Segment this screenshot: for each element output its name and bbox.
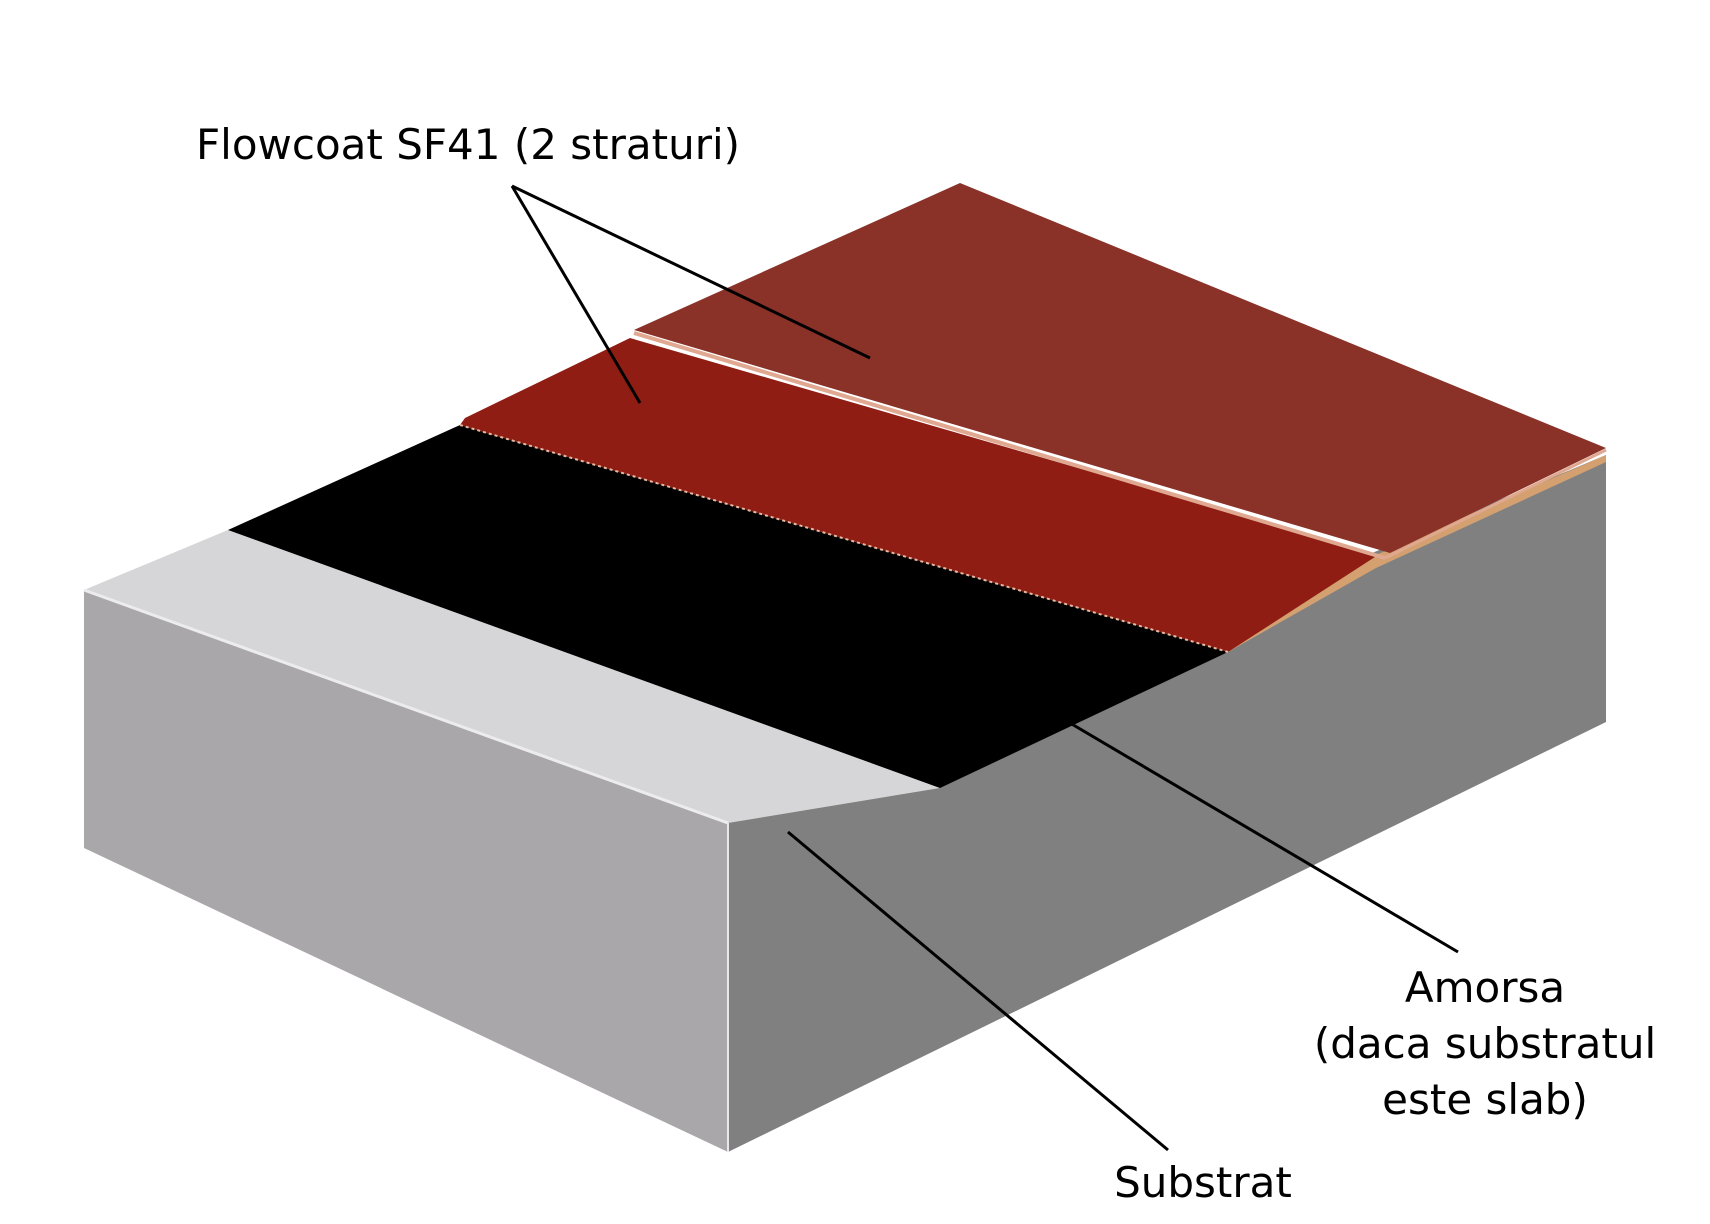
topcoat-leader-2: [511, 184, 871, 360]
substrate-side-face: [728, 455, 1606, 1152]
leader-lines: [510, 184, 1459, 1152]
substrate-front-edge: [83, 588, 729, 825]
primer-layer: [228, 425, 1228, 788]
primer-label-line-2: (daca substratul: [1314, 1019, 1656, 1068]
primer-label-line-1: Amorsa: [1405, 963, 1565, 1012]
topcoat-leader-1: [510, 185, 642, 404]
coat-layer-2-front-edge: [633, 331, 1386, 560]
coat-layer-1: [460, 338, 1378, 652]
substrate-label: Substrat: [1114, 1158, 1292, 1207]
substrate-front-face: [84, 590, 728, 1152]
primer-label-line-3: este slab): [1382, 1075, 1588, 1124]
substrate-top-face: [84, 530, 940, 823]
primer-leader: [1069, 721, 1459, 954]
coat-side-edge: [1228, 455, 1606, 652]
coat-layer-2: [634, 183, 1606, 553]
coat-layer-1-front-edge: [459, 424, 1229, 653]
substrate-block: [83, 455, 1606, 1152]
coat-layer-2-corner-edge: [1384, 448, 1607, 560]
topcoat-label: Flowcoat SF41 (2 straturi): [196, 120, 740, 169]
substrate-leader: [787, 830, 1169, 1152]
